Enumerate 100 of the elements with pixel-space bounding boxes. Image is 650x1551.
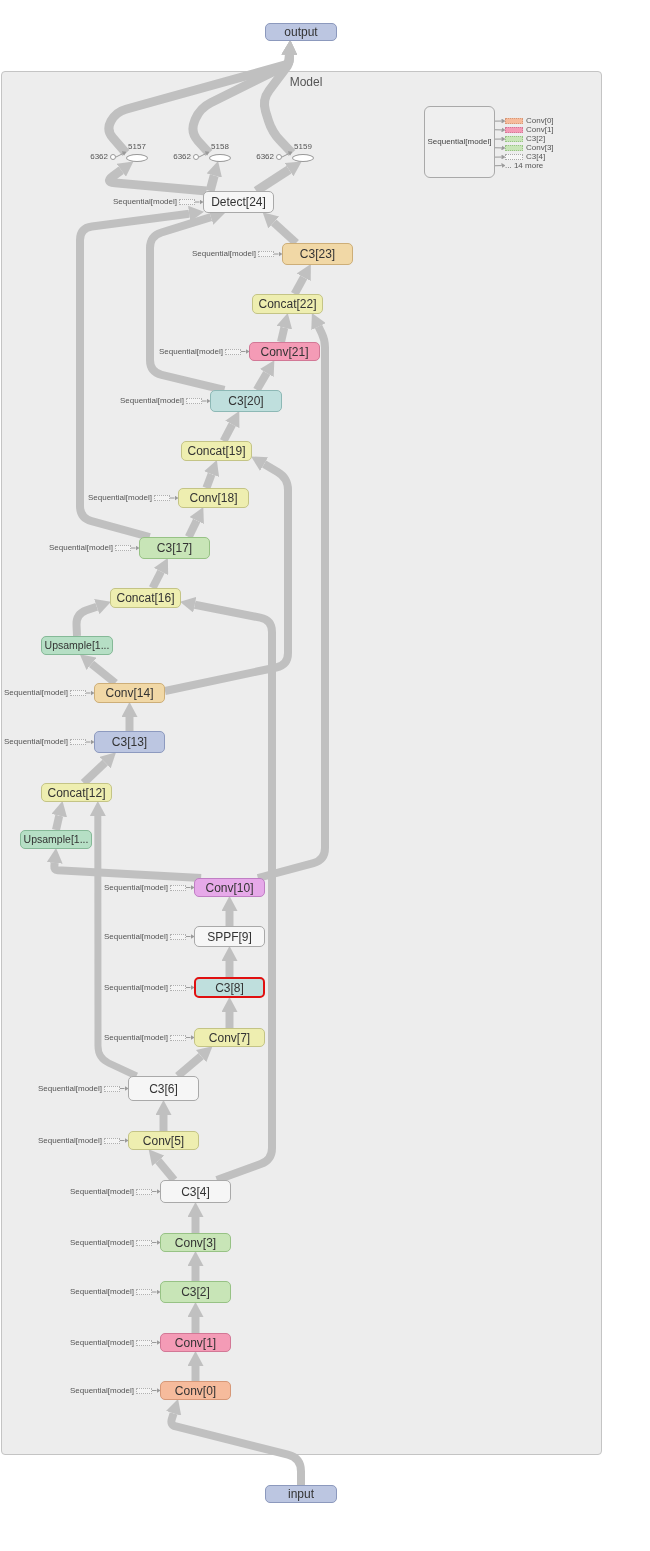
node-label: 5158 bbox=[211, 142, 229, 152]
thin-arrow bbox=[151, 1340, 161, 1345]
layer-node: Conv[14] bbox=[94, 683, 165, 703]
layer-node: Conv[18] bbox=[178, 488, 249, 508]
swatch-label: Conv[0] bbox=[526, 117, 554, 125]
layer-node: C3[20] bbox=[210, 390, 282, 412]
data-flow-arrow bbox=[220, 411, 240, 443]
data-flow-arrow bbox=[187, 1202, 204, 1233]
layer-node: Conv[0] bbox=[160, 1381, 231, 1400]
scope-label: Sequential[model] bbox=[37, 1136, 102, 1145]
thin-arrow bbox=[151, 1289, 161, 1295]
data-flow-arrow bbox=[205, 161, 222, 193]
scope-label: Sequential[model] bbox=[69, 1288, 134, 1296]
data-flow-arrow bbox=[276, 313, 293, 343]
scope-label: Sequential[model] bbox=[69, 1187, 134, 1196]
scope-label: Sequential[model] bbox=[69, 1238, 134, 1247]
layer-node: Upsample[1... bbox=[41, 636, 113, 655]
swatch-label: C3[4] bbox=[526, 153, 546, 161]
thin-arrow bbox=[169, 495, 179, 501]
thin-arrow bbox=[194, 199, 204, 205]
scope-label: Sequential[model] bbox=[103, 1033, 168, 1042]
dashed-stub-icon bbox=[179, 199, 195, 205]
dashed-stub-icon bbox=[70, 739, 86, 745]
scope-label: Sequential[model] bbox=[119, 397, 184, 405]
data-flow-arrow bbox=[187, 1351, 204, 1381]
layer-node: C3[17] bbox=[139, 537, 210, 559]
thin-arrow bbox=[85, 690, 95, 696]
scope-label: Sequential[model] bbox=[103, 883, 168, 892]
dashed-stub-icon bbox=[258, 251, 274, 257]
scope-label: Sequential[model] bbox=[103, 932, 168, 941]
thin-arrow bbox=[494, 118, 506, 124]
scope-label: Sequential[model] bbox=[103, 983, 168, 992]
color-swatch-icon bbox=[505, 127, 523, 133]
data-flow-arrow bbox=[164, 456, 292, 695]
thin-arrow bbox=[198, 151, 210, 158]
layer-node: Conv[3] bbox=[160, 1233, 231, 1252]
thin-arrow bbox=[119, 1086, 129, 1091]
scope-label: Sequential[model] bbox=[37, 1084, 102, 1093]
dashed-stub-icon bbox=[225, 348, 241, 355]
scope-box: Sequential[model] bbox=[424, 106, 495, 178]
layer-node: C3[23] bbox=[282, 243, 353, 265]
scope-label: Sequential[model] bbox=[69, 1386, 134, 1395]
thin-arrow bbox=[185, 885, 195, 890]
group-title: Model bbox=[289, 75, 323, 89]
layer-node: Concat[22] bbox=[252, 294, 323, 314]
data-flow-arrow bbox=[155, 1100, 172, 1131]
layer-node: C3[2] bbox=[160, 1281, 231, 1303]
port-label: 6362 bbox=[90, 153, 108, 161]
data-flow-arrow bbox=[105, 161, 207, 196]
layer-node: C3[6] bbox=[128, 1076, 199, 1101]
scope-label: Sequential[model] bbox=[48, 544, 113, 552]
dashed-stub-icon bbox=[136, 1339, 152, 1346]
data-flow-arrow bbox=[221, 997, 238, 1028]
node-label: 5159 bbox=[294, 142, 312, 152]
layer-node: Concat[16] bbox=[110, 588, 181, 608]
thin-arrow bbox=[494, 127, 506, 133]
thin-arrow bbox=[185, 934, 195, 939]
thin-arrow bbox=[85, 739, 95, 745]
layer-node: Conv[1] bbox=[160, 1333, 231, 1352]
thin-arrow bbox=[273, 251, 283, 257]
scope-label: Sequential[model] bbox=[87, 494, 152, 502]
dashed-stub-icon bbox=[170, 884, 186, 891]
color-swatch-icon bbox=[505, 136, 523, 142]
data-flow-arrow bbox=[51, 801, 68, 831]
thin-arrow bbox=[240, 349, 250, 354]
layer-node: Concat[19] bbox=[181, 441, 252, 461]
dashed-stub-icon bbox=[170, 984, 186, 991]
thin-arrow bbox=[494, 145, 506, 151]
color-swatch-icon bbox=[505, 145, 523, 151]
dashed-stub-icon bbox=[136, 1289, 152, 1295]
data-flow-arrow bbox=[121, 702, 138, 731]
dashed-stub-icon bbox=[115, 545, 131, 551]
thin-arrow bbox=[185, 985, 195, 990]
dashed-stub-icon bbox=[136, 1188, 152, 1195]
dashed-stub-icon bbox=[170, 933, 186, 940]
port-label: 6362 bbox=[173, 153, 191, 161]
swatch-label: Conv[3] bbox=[526, 144, 554, 152]
layer-node: Concat[12] bbox=[41, 783, 112, 802]
data-flow-arrow bbox=[221, 946, 238, 977]
thin-arrow bbox=[130, 545, 140, 551]
scope-label: Sequential[model] bbox=[191, 250, 256, 258]
layer-node: Conv[7] bbox=[194, 1028, 265, 1047]
layer-node: C3[13] bbox=[94, 731, 165, 753]
layer-node: Detect[24] bbox=[203, 191, 274, 213]
data-flow-arrow bbox=[256, 313, 329, 882]
thin-arrow bbox=[494, 163, 506, 169]
swatch-label: Conv[1] bbox=[526, 126, 554, 134]
color-swatch-icon bbox=[505, 118, 523, 124]
data-flow-arrow bbox=[185, 507, 204, 539]
data-flow-arrow bbox=[72, 599, 111, 637]
layer-node: Conv[21] bbox=[249, 342, 320, 361]
layer-node: Conv[5] bbox=[128, 1131, 199, 1150]
thin-arrow bbox=[201, 398, 211, 404]
scope-label: Sequential[model] bbox=[112, 198, 177, 206]
data-flow-arrow bbox=[291, 264, 311, 296]
dashed-stub-icon bbox=[186, 398, 202, 404]
dashed-stub-icon bbox=[104, 1137, 120, 1144]
thin-arrow bbox=[115, 151, 127, 158]
data-flow-arrow bbox=[76, 205, 204, 541]
color-swatch-icon bbox=[505, 154, 523, 160]
